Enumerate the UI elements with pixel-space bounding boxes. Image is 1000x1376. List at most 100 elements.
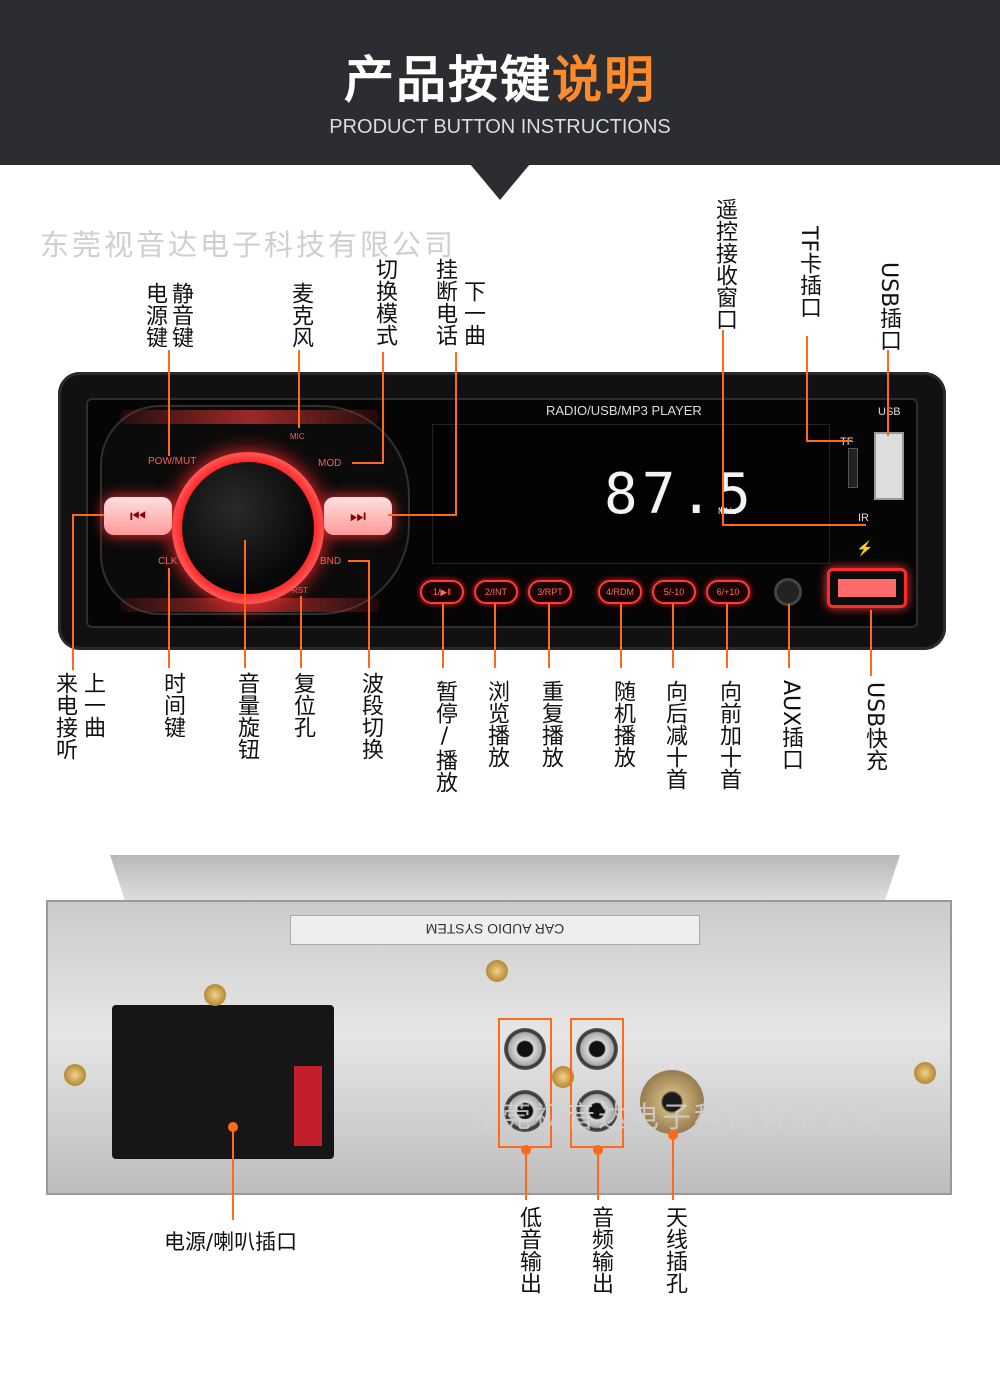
line-band-v bbox=[368, 560, 370, 668]
screw-3 bbox=[486, 960, 508, 982]
preset-6-button[interactable]: 6/+10 bbox=[706, 580, 750, 604]
label-aux: AUX插口 bbox=[778, 680, 803, 771]
line-volume bbox=[244, 540, 246, 668]
dot-power-speaker bbox=[228, 1122, 238, 1132]
tf-tag: TF bbox=[840, 436, 854, 448]
display-title: RADIO/USB/MP3 PLAYER bbox=[546, 403, 702, 418]
sub-out-jack-2[interactable] bbox=[504, 1090, 546, 1132]
audio-out-jack-2[interactable] bbox=[576, 1090, 618, 1132]
label-pause: 暂停/播放 bbox=[432, 680, 457, 793]
answer-prev-button[interactable]: ⏮ bbox=[104, 497, 172, 535]
line-fwd10 bbox=[726, 604, 728, 668]
label-mic: 麦克风 bbox=[288, 282, 313, 348]
line-reset bbox=[300, 596, 302, 668]
line-power bbox=[168, 350, 170, 456]
label-random: 随机播放 bbox=[610, 680, 635, 768]
header-notch bbox=[470, 164, 530, 200]
line-mode-v bbox=[382, 352, 384, 464]
line-audio-out bbox=[597, 1148, 599, 1200]
hangup-next-button[interactable]: ⏭ bbox=[324, 497, 392, 535]
frequency-unit: MHz bbox=[718, 506, 737, 516]
audio-out-jack-1[interactable] bbox=[576, 1028, 618, 1070]
preset-1-button[interactable]: 1/▶‖ bbox=[420, 580, 464, 604]
screw-4 bbox=[552, 1066, 574, 1088]
clk-tag[interactable]: CLK bbox=[158, 556, 178, 567]
line-hangup-h bbox=[388, 514, 457, 516]
label-reset: 复位孔 bbox=[290, 672, 315, 738]
rst-tag[interactable]: RST bbox=[292, 586, 308, 595]
label-repeat: 重复播放 bbox=[538, 680, 563, 768]
page-subtitle: PRODUCT BUTTON INSTRUCTIONS bbox=[329, 116, 671, 138]
preset-4-button[interactable]: 4/RDM bbox=[598, 580, 642, 604]
label-browse: 浏览播放 bbox=[484, 680, 509, 768]
line-hangup-v bbox=[455, 352, 457, 516]
mic-tag: MIC bbox=[290, 432, 305, 441]
antenna-jack[interactable] bbox=[640, 1070, 704, 1134]
label-usb: USB插口 bbox=[876, 262, 901, 352]
title-main: 产品按键 bbox=[344, 51, 552, 109]
label-next: 下一曲 bbox=[460, 280, 485, 346]
label-antenna: 天线插孔 bbox=[662, 1206, 687, 1294]
line-ir-h bbox=[722, 524, 866, 526]
label-back10: 向后减十首 bbox=[662, 680, 687, 790]
bnd-tag[interactable]: BND bbox=[320, 556, 342, 567]
line-mode-h bbox=[352, 462, 384, 464]
line-tf-v bbox=[806, 336, 808, 442]
label-band: 波段切换 bbox=[358, 672, 383, 760]
line-sub-out bbox=[525, 1148, 527, 1200]
label-sub-out: 低音输出 bbox=[516, 1206, 541, 1294]
usb-fast-charge-inner bbox=[838, 579, 896, 597]
pow-tag: POW/MUT bbox=[148, 456, 197, 467]
tf-slot[interactable] bbox=[848, 448, 858, 488]
line-usb-charge bbox=[870, 610, 872, 676]
line-answer-v bbox=[72, 514, 74, 670]
label-tf: TF卡插口 bbox=[796, 226, 821, 319]
glow-top bbox=[120, 410, 380, 424]
line-mic bbox=[298, 350, 300, 428]
line-random bbox=[620, 604, 622, 668]
usb-port[interactable] bbox=[874, 432, 904, 500]
line-aux bbox=[788, 604, 790, 668]
battery-icon: ⚡ bbox=[856, 540, 874, 556]
preset-5-button[interactable]: 5/-10 bbox=[652, 580, 696, 604]
dot-audio-out bbox=[593, 1145, 603, 1155]
sub-out-jack-1[interactable] bbox=[504, 1028, 546, 1070]
label-answer: 来电接听 bbox=[52, 672, 77, 760]
preset-2-button[interactable]: 2/INT bbox=[474, 580, 518, 604]
line-back10 bbox=[672, 604, 674, 668]
frequency-readout: 87.5 bbox=[604, 462, 755, 527]
line-clock bbox=[168, 568, 170, 668]
label-fwd10: 向前加十首 bbox=[716, 680, 741, 790]
label-power: 电源键 bbox=[142, 282, 167, 348]
line-ir-v bbox=[722, 330, 724, 526]
line-usb bbox=[887, 350, 889, 436]
screw-2 bbox=[64, 1064, 86, 1086]
dot-sub-out bbox=[521, 1145, 531, 1155]
mod-tag[interactable]: MOD bbox=[318, 458, 342, 469]
screw-5 bbox=[914, 1062, 936, 1084]
watermark-top: 东莞视音达电子科技有限公司 bbox=[40, 228, 457, 262]
volume-knob[interactable] bbox=[182, 462, 314, 594]
label-ir: 遥控接收窗口 bbox=[712, 198, 737, 330]
line-band-h bbox=[348, 560, 370, 562]
label-mute: 静音键 bbox=[168, 282, 193, 348]
line-tf-h bbox=[806, 440, 852, 442]
ir-tag: IR bbox=[858, 512, 869, 524]
lcd-display bbox=[432, 424, 830, 564]
preset-3-button[interactable]: 3/RPT bbox=[528, 580, 572, 604]
line-browse bbox=[494, 604, 496, 668]
label-clock: 时间键 bbox=[160, 672, 185, 738]
line-pause bbox=[442, 604, 444, 668]
label-mode: 切换模式 bbox=[372, 258, 397, 346]
label-audio-out: 音频输出 bbox=[588, 1206, 613, 1294]
fuse bbox=[294, 1066, 322, 1146]
aux-jack[interactable] bbox=[774, 578, 802, 606]
dot-antenna bbox=[668, 1130, 678, 1140]
screw-1 bbox=[204, 984, 226, 1006]
glow-bottom bbox=[120, 598, 380, 612]
chassis-sticker: CAR AUDIO SYSTEM bbox=[290, 915, 700, 945]
line-answer-h bbox=[72, 514, 104, 516]
phone-next-icon: ⏭ bbox=[349, 505, 367, 527]
label-usb-charge: USB快充 bbox=[862, 682, 887, 772]
header-banner bbox=[0, 0, 1000, 165]
